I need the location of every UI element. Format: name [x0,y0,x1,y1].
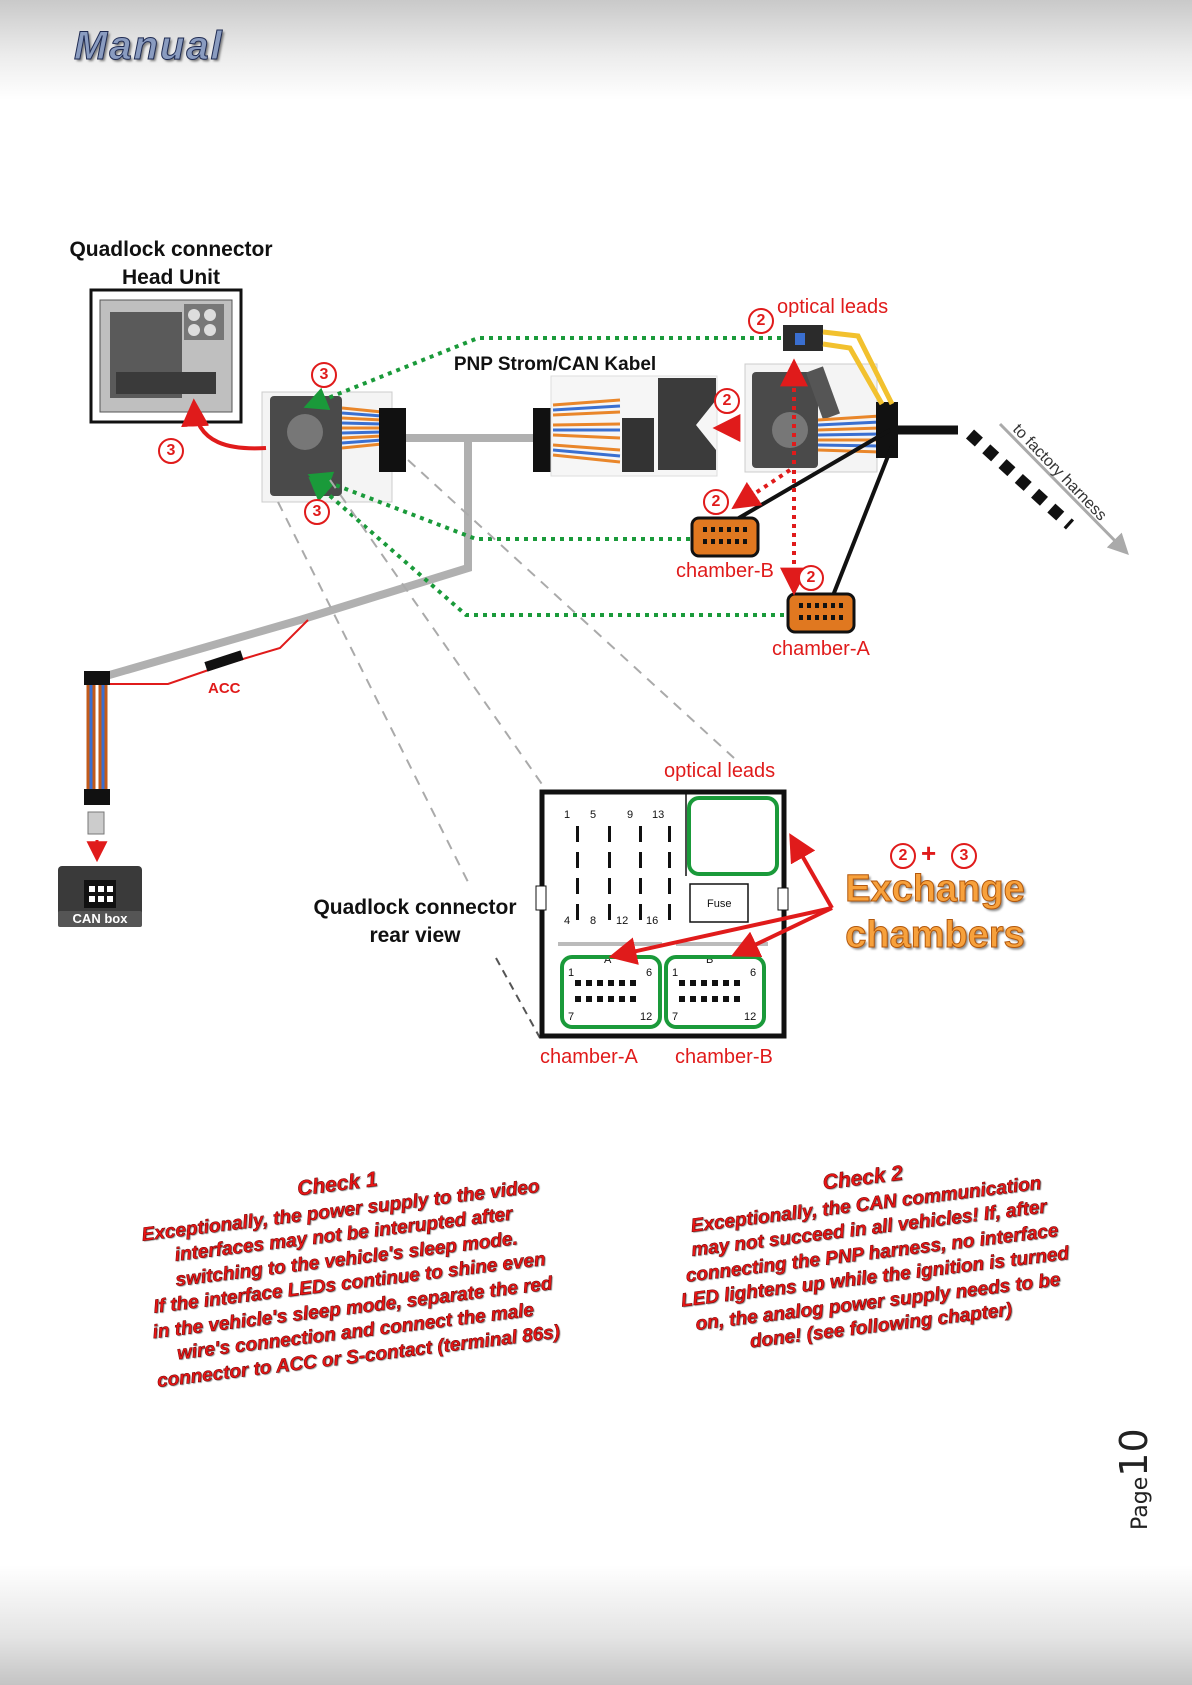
chamber-a-top-label: chamber-A [772,638,870,660]
svg-text:12: 12 [640,1011,652,1023]
step-3-marker: 3 [158,438,184,464]
pnp-cable-label: PNP Strom/CAN Kabel [453,354,657,375]
step-3-marker: 3 [304,499,330,525]
svg-text:12: 12 [616,915,628,927]
page-number: Page10 [1112,1428,1156,1530]
chamber-a-bottom-label: chamber-A [540,1046,638,1068]
svg-text:8: 8 [590,915,596,927]
can-box-label: CAN box [58,911,142,927]
chamber-a-connector [786,592,856,634]
head-unit-connector-label: Quadlock connector Head Unit [69,238,273,289]
svg-text:1: 1 [672,967,678,979]
svg-text:A: A [604,954,612,966]
svg-text:6: 6 [646,967,652,979]
rear-view-label: Quadlock connector rear view [313,896,517,947]
step-2-marker: 2 [890,843,916,869]
chamber-b-connector [690,516,760,558]
chamber-b-top-label: chamber-B [676,560,774,582]
footer-bar [0,1565,1192,1685]
svg-text:13: 13 [652,809,664,821]
svg-text:12: 12 [744,1011,756,1023]
chamber-b-bottom-label: chamber-B [675,1046,773,1068]
step-2-marker: 2 [703,489,729,515]
svg-text:5: 5 [590,809,596,821]
svg-text:B: B [706,954,713,966]
head-unit-connector-image [89,288,243,424]
svg-text:7: 7 [672,1011,678,1023]
header-bar [0,0,1192,100]
svg-text:7: 7 [568,1011,574,1023]
acc-fuse [204,650,244,672]
plus-sign: + [921,838,937,868]
step-2-marker: 2 [798,565,824,591]
svg-text:1: 1 [568,967,574,979]
svg-text:1: 1 [564,809,570,821]
exchange-chambers-label: Exchange chambers [845,868,1026,957]
step-3-marker: 3 [311,362,337,388]
step-2-marker: 2 [748,308,774,334]
acc-label: ACC [208,680,241,697]
optical-leads-rear-label: optical leads [664,760,776,782]
svg-text:6: 6 [750,967,756,979]
step-3-marker: 3 [951,843,977,869]
pnp-adapter-right-image [744,363,898,473]
svg-text:16: 16 [646,915,658,927]
can-box-cable [58,671,142,926]
pnp-cable-middle-image [533,375,718,477]
page-number-value: 10 [1112,1428,1156,1477]
manual-title: Manual [74,24,224,69]
optical-leads-top-label: optical leads [777,296,889,318]
quadlock-rear-view: 1 5 9 13 4 8 12 16 Fuse A B 1 6 7 12 1 6… [535,789,789,1039]
page-word: Page [1128,1476,1153,1530]
step-2-marker: 2 [714,388,740,414]
svg-text:4: 4 [564,915,570,927]
svg-text:9: 9 [627,809,633,821]
svg-text:Fuse: Fuse [707,898,731,910]
optical-leads-connector [783,325,895,406]
